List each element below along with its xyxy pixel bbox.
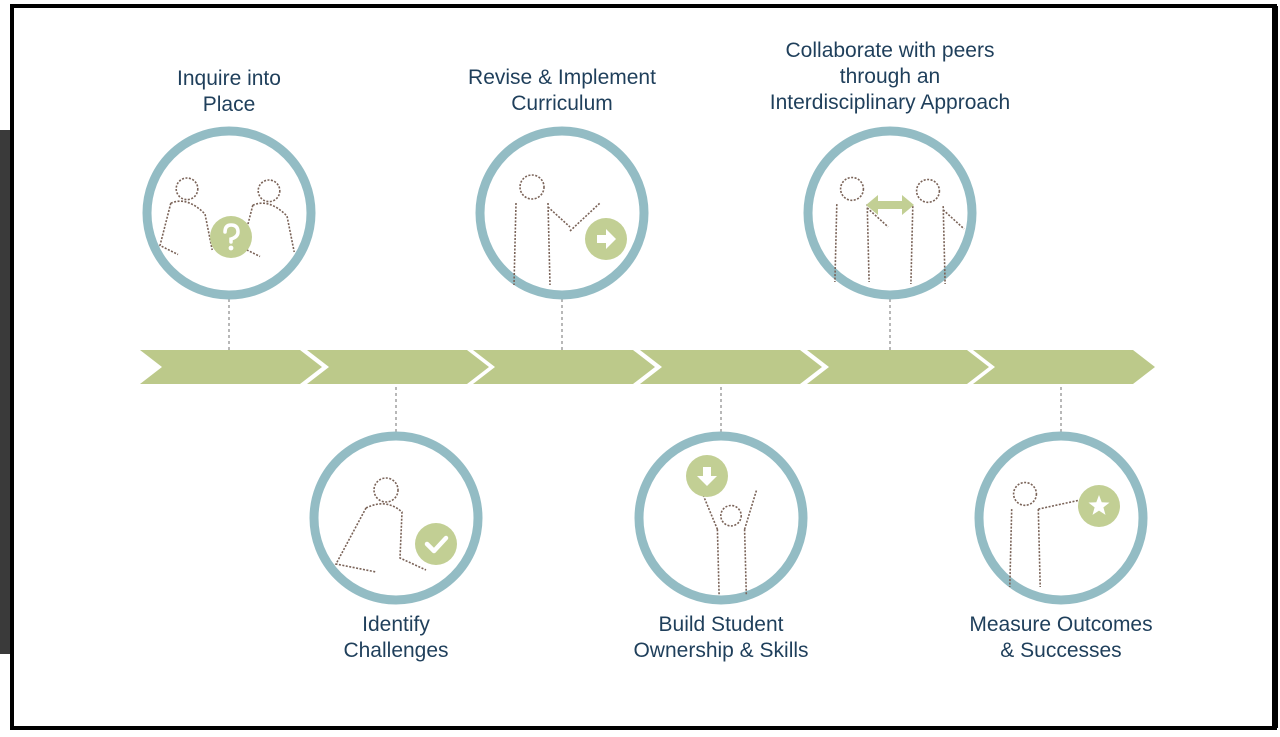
step-label-revise: Revise & Implement Curriculum <box>468 66 656 115</box>
right-border-shadow <box>1272 6 1278 728</box>
person-raising-arms-figure <box>699 488 758 595</box>
step-build <box>634 431 808 605</box>
step-ring-revise <box>475 126 649 300</box>
arrow-down-icon <box>697 467 717 486</box>
two-people-crouching-figure <box>159 177 295 258</box>
step-identify <box>309 431 483 605</box>
timeline-chevron-4 <box>640 350 822 384</box>
timeline-chevron-1 <box>140 350 322 384</box>
person-kneeling-figure <box>334 477 427 573</box>
person-pointing-figure <box>1009 481 1083 588</box>
timeline-chevron-2 <box>307 350 489 384</box>
step-inquire <box>142 126 316 300</box>
step-ring-identify <box>309 431 483 605</box>
timeline-connectors <box>228 299 1062 432</box>
step-label-identify: Identify Challenges <box>343 613 449 662</box>
question-icon <box>223 223 240 251</box>
step-revise <box>475 126 649 300</box>
step-badge-inquire <box>210 216 252 258</box>
step-badge-identify <box>415 523 457 565</box>
step-ring-inquire <box>142 126 316 300</box>
step-circles <box>142 126 1148 605</box>
step-label-collaborate: Collaborate with peers through an Interd… <box>769 39 1011 114</box>
double-arrow-icon <box>866 195 914 215</box>
check-icon <box>424 535 449 554</box>
two-people-talking-figure <box>834 176 965 285</box>
timeline-chevron-5 <box>807 350 989 384</box>
step-label-build: Build Student Ownership & Skills <box>633 613 809 662</box>
person-presenting-figure <box>513 174 601 286</box>
step-label-measure: Measure Outcomes & Successes <box>969 613 1153 662</box>
step-label-inquire: Inquire into Place <box>177 67 281 116</box>
timeline-chevron-6 <box>973 350 1155 384</box>
step-collaborate <box>803 126 977 300</box>
step-ring-collaborate <box>803 126 977 300</box>
timeline-chevrons <box>140 350 1155 384</box>
timeline-chevron-3 <box>473 350 655 384</box>
step-measure <box>974 431 1148 605</box>
arrow-right-icon <box>597 229 616 249</box>
star-icon <box>1088 495 1110 515</box>
step-ring-measure <box>974 431 1148 605</box>
